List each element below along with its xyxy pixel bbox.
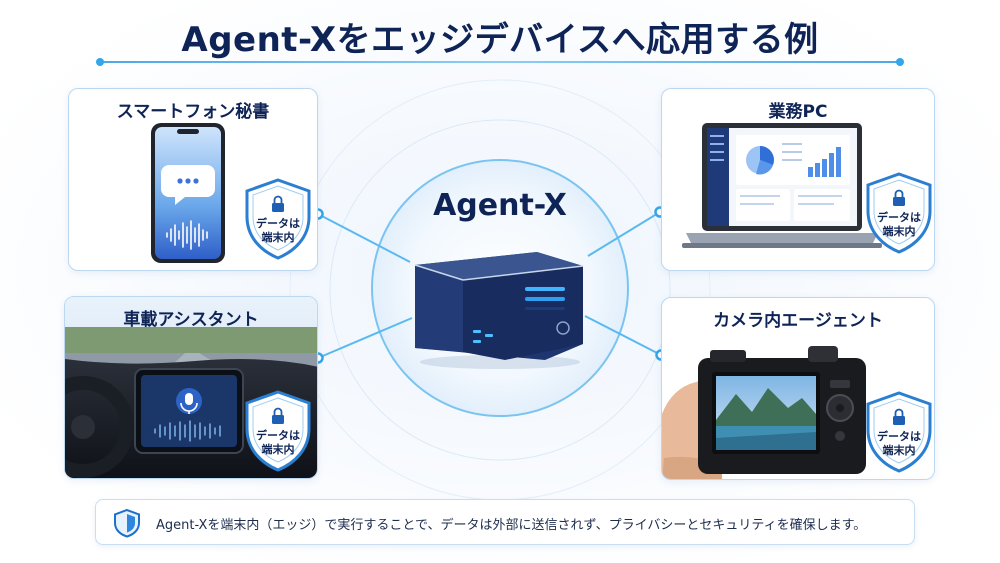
edge-device-illustration — [414, 252, 584, 369]
card-title-camera: カメラ内エージェント — [713, 311, 883, 331]
badge-line2: 端末内 — [261, 231, 295, 244]
card-title-pc: 業務PC — [768, 102, 828, 122]
caption-text: Agent-Xを端末内（エッジ）で実行することで、データは外部に送信されず、プラ… — [156, 518, 867, 533]
card-title-car: 車載アシスタント — [123, 310, 259, 330]
data-on-device-badge: データは 端末内 — [862, 171, 934, 255]
badge-line1: データは — [256, 429, 300, 442]
data-on-device-badge: データは 端末内 — [862, 390, 934, 474]
shield-icon — [245, 390, 311, 472]
title-underline — [96, 58, 904, 66]
smartphone-illustration — [151, 123, 225, 263]
card-business-pc: 業務PC デー — [661, 88, 935, 271]
badge-line1: データは — [877, 211, 921, 224]
data-on-device-badge: データは 端末内 — [241, 389, 315, 473]
connector-camera — [584, 315, 662, 356]
connector-phone — [317, 213, 411, 263]
connector-pc — [587, 211, 661, 257]
card-car-assistant: 車載アシスタント データは 端末内 — [64, 296, 318, 479]
shield-icon — [245, 178, 311, 260]
shield-icon — [114, 508, 140, 538]
badge-line1: データは — [877, 430, 921, 443]
badge-line2: 端末内 — [882, 444, 916, 457]
camera-illustration — [662, 346, 866, 479]
laptop-illustration — [682, 123, 882, 248]
shield-icon — [866, 172, 932, 254]
badge-line2: 端末内 — [261, 443, 295, 456]
card-title-smartphone: スマートフォン秘書 — [116, 102, 270, 122]
shield-icon — [866, 391, 932, 473]
badge-line1: データは — [256, 217, 300, 230]
page-title: Agent-Xをエッジデバイスへ応用する例 — [181, 20, 819, 60]
connector-car — [317, 317, 413, 359]
data-on-device-badge: データは 端末内 — [241, 177, 315, 261]
card-camera-agent: カメラ内エージェント データは 端末内 — [661, 297, 935, 480]
middle-ring — [329, 119, 671, 461]
center-label: Agent-X — [433, 188, 567, 223]
card-smartphone-assistant: スマートフォン秘書 — [68, 88, 318, 271]
caption-bar: Agent-Xを端末内（エッジ）で実行することで、データは外部に送信されず、プラ… — [95, 499, 915, 545]
badge-line2: 端末内 — [882, 225, 916, 238]
